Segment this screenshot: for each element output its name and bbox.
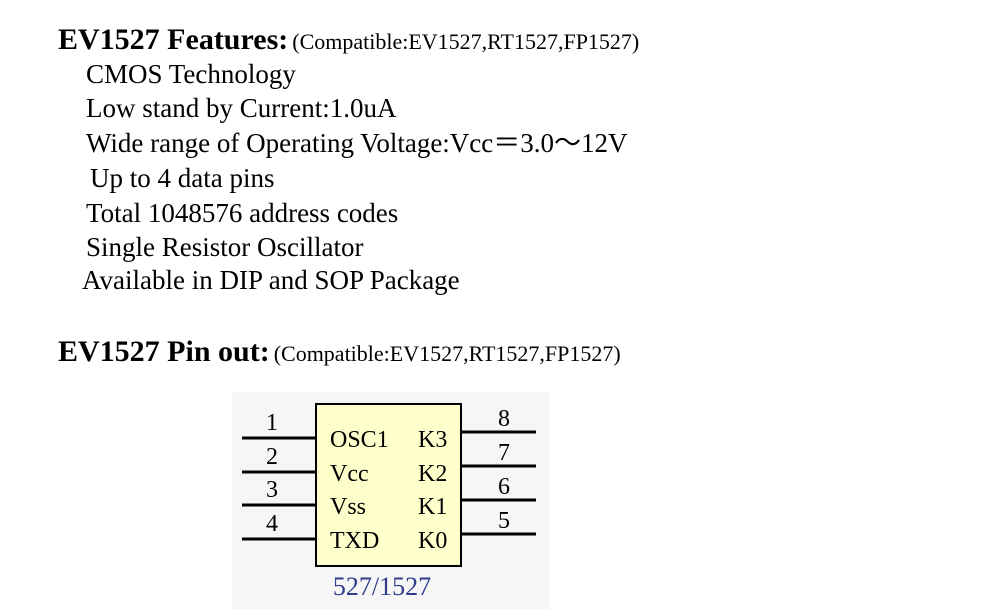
chip-caption: 527/1527 [333,572,431,601]
pin-name-k3: K3 [418,427,447,453]
pin-number-5: 5 [498,508,510,534]
pin-number-3: 3 [266,477,278,503]
chip-svg: 1 2 3 4 8 7 6 5 OSC1 Vcc Vss TXD K3 K2 K… [242,403,536,601]
pin-name-vss: Vss [330,494,366,520]
pin-number-2: 2 [266,444,278,470]
pin-number-7: 7 [498,440,510,466]
pin-number-6: 6 [498,474,510,500]
feature-item: Wide range of Operating Voltage:Vcc＝3.0～… [86,128,628,158]
features-title: EV1527 Features: [58,23,289,56]
pin-name-vcc: Vcc [330,461,369,487]
feature-item: Single Resistor Oscillator [86,232,364,262]
feature-item: Available in DIP and SOP Package [82,265,460,295]
pin-number-1: 1 [266,410,278,436]
pin-name-k1: K1 [418,494,447,520]
features-compat-note: (Compatible:EV1527,RT1527,FP1527) [292,29,640,54]
pin-number-4: 4 [266,511,278,537]
pinout-title: EV1527 Pin out: [58,335,270,368]
pinout-compat-note: (Compatible:EV1527,RT1527,FP1527) [273,341,621,366]
pin-name-txd: TXD [330,528,379,554]
feature-item: Up to 4 data pins [90,163,275,193]
feature-item: CMOS Technology [86,59,296,89]
pin-name-k0: K0 [418,528,447,554]
chip-body [315,403,462,567]
chip-pinout-diagram: 1 2 3 4 8 7 6 5 OSC1 Vcc Vss TXD K3 K2 K… [232,392,550,609]
pin-number-8: 8 [498,406,510,432]
pin-name-osc1: OSC1 [330,427,389,453]
features-heading: EV1527 Features: (Compatible:EV1527,RT15… [58,25,639,55]
feature-item: Low stand by Current:1.0uA [86,93,397,123]
pin-name-k2: K2 [418,461,447,487]
pinout-heading: EV1527 Pin out: (Compatible:EV1527,RT152… [58,337,621,367]
feature-item: Total 1048576 address codes [86,198,399,228]
